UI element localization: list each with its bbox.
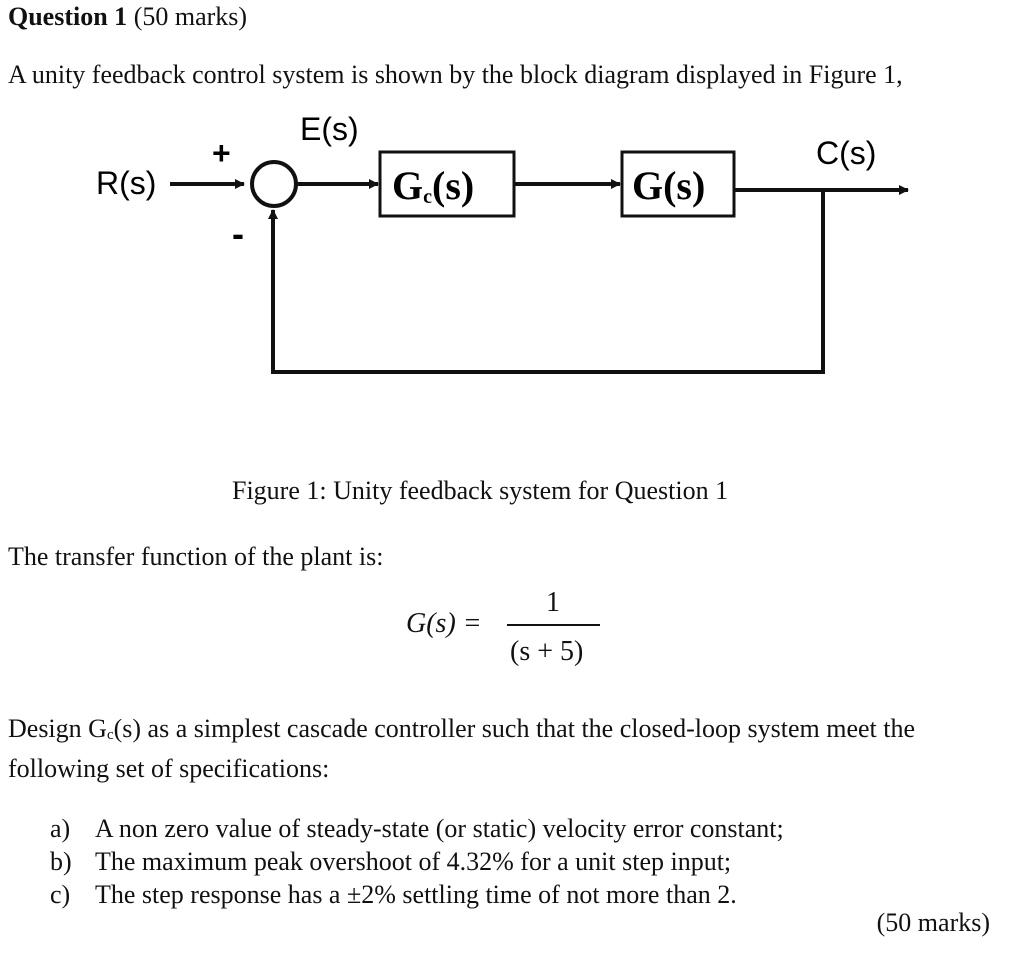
spec-letter: a) bbox=[50, 814, 71, 843]
block-diagram: R(s) + - E(s) Gc(s) G(s) C(s) bbox=[60, 100, 960, 400]
design-text-subscript: c bbox=[106, 727, 114, 743]
design-statement: Design Gc(s) as a simplest cascade contr… bbox=[8, 712, 1008, 785]
list-item: c) The step response has a ±2% settling … bbox=[50, 878, 784, 911]
error-label: E(s) bbox=[300, 111, 359, 147]
output-label: C(s) bbox=[816, 135, 876, 171]
list-item: b) The maximum peak overshoot of 4.32% f… bbox=[50, 845, 784, 878]
design-text-start: Design G bbox=[8, 714, 107, 743]
footer-marks: (50 marks) bbox=[876, 908, 990, 937]
spec-letter: b) bbox=[50, 847, 72, 876]
question-heading: Question 1 (50 marks) bbox=[8, 2, 247, 32]
feedback-path bbox=[268, 190, 825, 374]
summing-junction bbox=[250, 160, 298, 208]
spec-text: The step response has a ±2% settling tim… bbox=[95, 880, 737, 909]
question-marks: (50 marks) bbox=[133, 2, 248, 31]
controller-label: Gc(s) bbox=[392, 163, 474, 208]
question-title: Question 1 bbox=[8, 2, 128, 31]
input-label: R(s) bbox=[96, 165, 156, 201]
equation-lhs: G(s) = bbox=[406, 608, 482, 639]
transfer-function-intro: The transfer function of the plant is: bbox=[8, 542, 384, 571]
spec-letter: c) bbox=[50, 880, 71, 909]
minus-sign: - bbox=[232, 213, 244, 254]
spec-text: The maximum peak overshoot of 4.32% for … bbox=[95, 847, 732, 876]
figure-caption: Figure 1: Unity feedback system for Ques… bbox=[232, 476, 729, 505]
block-diagram-svg: R(s) + - E(s) Gc(s) G(s) C(s) bbox=[96, 111, 909, 374]
list-item: a) A non zero value of steady-state (or … bbox=[50, 812, 784, 845]
plant-block bbox=[620, 150, 736, 218]
intro-text: A unity feedback control system is shown… bbox=[8, 60, 903, 89]
fraction-bar bbox=[507, 624, 600, 626]
equation-denominator: (s + 5) bbox=[510, 636, 584, 667]
spec-text: A non zero value of steady-state (or sta… bbox=[95, 814, 784, 843]
design-text-rest: (s) as a simplest cascade controller suc… bbox=[8, 714, 916, 783]
plant-label: G(s) bbox=[632, 163, 705, 208]
plus-sign: + bbox=[212, 135, 231, 171]
equation-numerator: 1 bbox=[546, 587, 560, 618]
specification-list: a) A non zero value of steady-state (or … bbox=[50, 812, 784, 911]
